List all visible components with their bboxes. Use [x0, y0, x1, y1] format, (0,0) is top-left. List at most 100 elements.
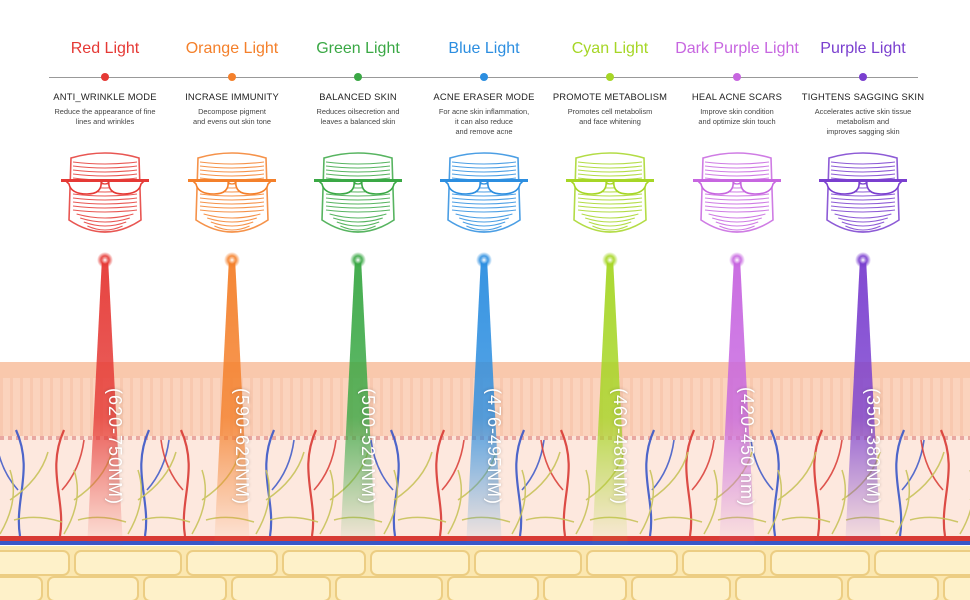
nerve-fiber: [959, 470, 970, 535]
capillary: [651, 439, 675, 491]
capillary: [14, 429, 25, 537]
nerve-fiber: [767, 451, 831, 535]
fat-cell: [543, 576, 627, 600]
light-name: Orange Light: [185, 40, 279, 57]
nerve-fiber: [511, 451, 575, 535]
mode-description: Improve skin condition and optimize skin…: [698, 107, 776, 126]
light-name: Blue Light: [448, 40, 520, 57]
fat-cell: [370, 550, 470, 576]
mode-title: HEAL ACNE SCARS: [691, 91, 783, 102]
fat-cell: [943, 576, 970, 600]
light-beam-icon: [719, 252, 755, 548]
fat-cell: [447, 576, 539, 600]
fat-cell: [474, 550, 582, 576]
capillary: [939, 429, 950, 537]
fat-cell: [0, 550, 70, 576]
capillary: [265, 429, 276, 537]
capillary: [370, 439, 394, 491]
nerve-fiber: [895, 451, 959, 535]
mode-description: Promotes cell metabolism and face whiten…: [567, 107, 653, 126]
fat-cell: [282, 550, 366, 576]
capillary: [179, 429, 190, 537]
timeline-dot: [606, 73, 614, 81]
nerve-fiber: [255, 451, 319, 535]
light-beam-icon: [214, 252, 250, 548]
fat-cell: [847, 576, 939, 600]
capillary: [813, 429, 824, 537]
led-face-mask-icon: [693, 152, 781, 233]
mode-description: Accelerates active skin tissue metabolis…: [814, 107, 912, 136]
timeline-dot: [480, 73, 488, 81]
timeline-dot: [228, 73, 236, 81]
mode-description: Reduce the appearance of fine lines and …: [54, 107, 156, 126]
fat-cell: [231, 576, 331, 600]
capillary: [146, 439, 170, 491]
capillary: [160, 439, 184, 491]
nerve-fiber: [127, 451, 191, 535]
capillary: [769, 429, 780, 537]
mode-description: Reduces oilsecretion and leaves a balanc…: [316, 107, 400, 126]
capillary: [140, 429, 151, 537]
led-face-mask-icon: [314, 152, 402, 233]
capillary: [55, 429, 66, 537]
timeline-dot: [733, 73, 741, 81]
capillary: [441, 439, 465, 491]
led-face-mask-icon: [819, 152, 907, 233]
wavelength-label: (420-450 nm): [737, 386, 757, 508]
capillary: [271, 439, 295, 491]
mode-title: INCRASE IMMUNITY: [185, 91, 279, 102]
capillary: [750, 439, 774, 491]
light-beam-icon: [592, 252, 628, 548]
wavelength-label: (476-495NM): [484, 388, 504, 506]
mode-title: PROMOTE METABOLISM: [552, 91, 668, 102]
light-beam-icon: [845, 252, 881, 548]
wavelength-label: (460-480NM): [610, 388, 630, 506]
light-name: Dark Purple Light: [675, 40, 799, 57]
capillary: [819, 439, 843, 491]
capillary: [645, 429, 656, 537]
mode-title: ANTI_WRINKLE MODE: [53, 91, 157, 102]
capillary: [307, 429, 318, 537]
light-name: Purple Light: [820, 40, 906, 57]
light-name: Green Light: [316, 40, 400, 57]
capillary: [0, 455, 19, 491]
wavelength-label: (590-620NM): [232, 388, 252, 506]
led-face-mask-icon: [188, 152, 276, 233]
fat-cell: [735, 576, 843, 600]
capillary: [691, 439, 715, 491]
capillary: [685, 429, 696, 537]
led-face-mask-icon: [566, 152, 654, 233]
led-face-mask-icon: [61, 152, 149, 233]
light-beam-icon: [340, 252, 376, 548]
light-beam-icon: [87, 252, 123, 548]
light-beam-icon: [466, 252, 502, 548]
fat-cell: [682, 550, 766, 576]
nerve-fiber: [639, 451, 703, 535]
fat-cell: [186, 550, 278, 576]
fat-cell: [0, 576, 43, 600]
capillary: [540, 439, 564, 491]
capillary: [901, 439, 925, 491]
wavelength-label: (350-380NM): [863, 388, 883, 506]
capillary: [313, 439, 337, 491]
mode-title: BALANCED SKIN: [319, 91, 397, 102]
fat-cell: [47, 576, 139, 600]
capillary: [435, 429, 446, 537]
capillary: [61, 439, 85, 491]
capillary: [559, 429, 570, 537]
led-face-mask-icon: [440, 152, 528, 233]
light-name: Red Light: [70, 40, 140, 57]
timeline-dot: [101, 73, 109, 81]
mode-title: ACNE ERASER MODE: [433, 91, 535, 102]
subcutaneous-fat-layer: [0, 546, 970, 600]
fat-cell: [770, 550, 870, 576]
light-name: Cyan Light: [571, 40, 649, 57]
fat-cell: [74, 550, 182, 576]
fat-cell: [631, 576, 731, 600]
wavelength-label: (620-750NM): [105, 388, 125, 506]
nerve-fiber: [0, 451, 63, 535]
fat-cell: [335, 576, 443, 600]
fat-cell: [874, 550, 970, 576]
nerve-fiber: [383, 451, 447, 535]
